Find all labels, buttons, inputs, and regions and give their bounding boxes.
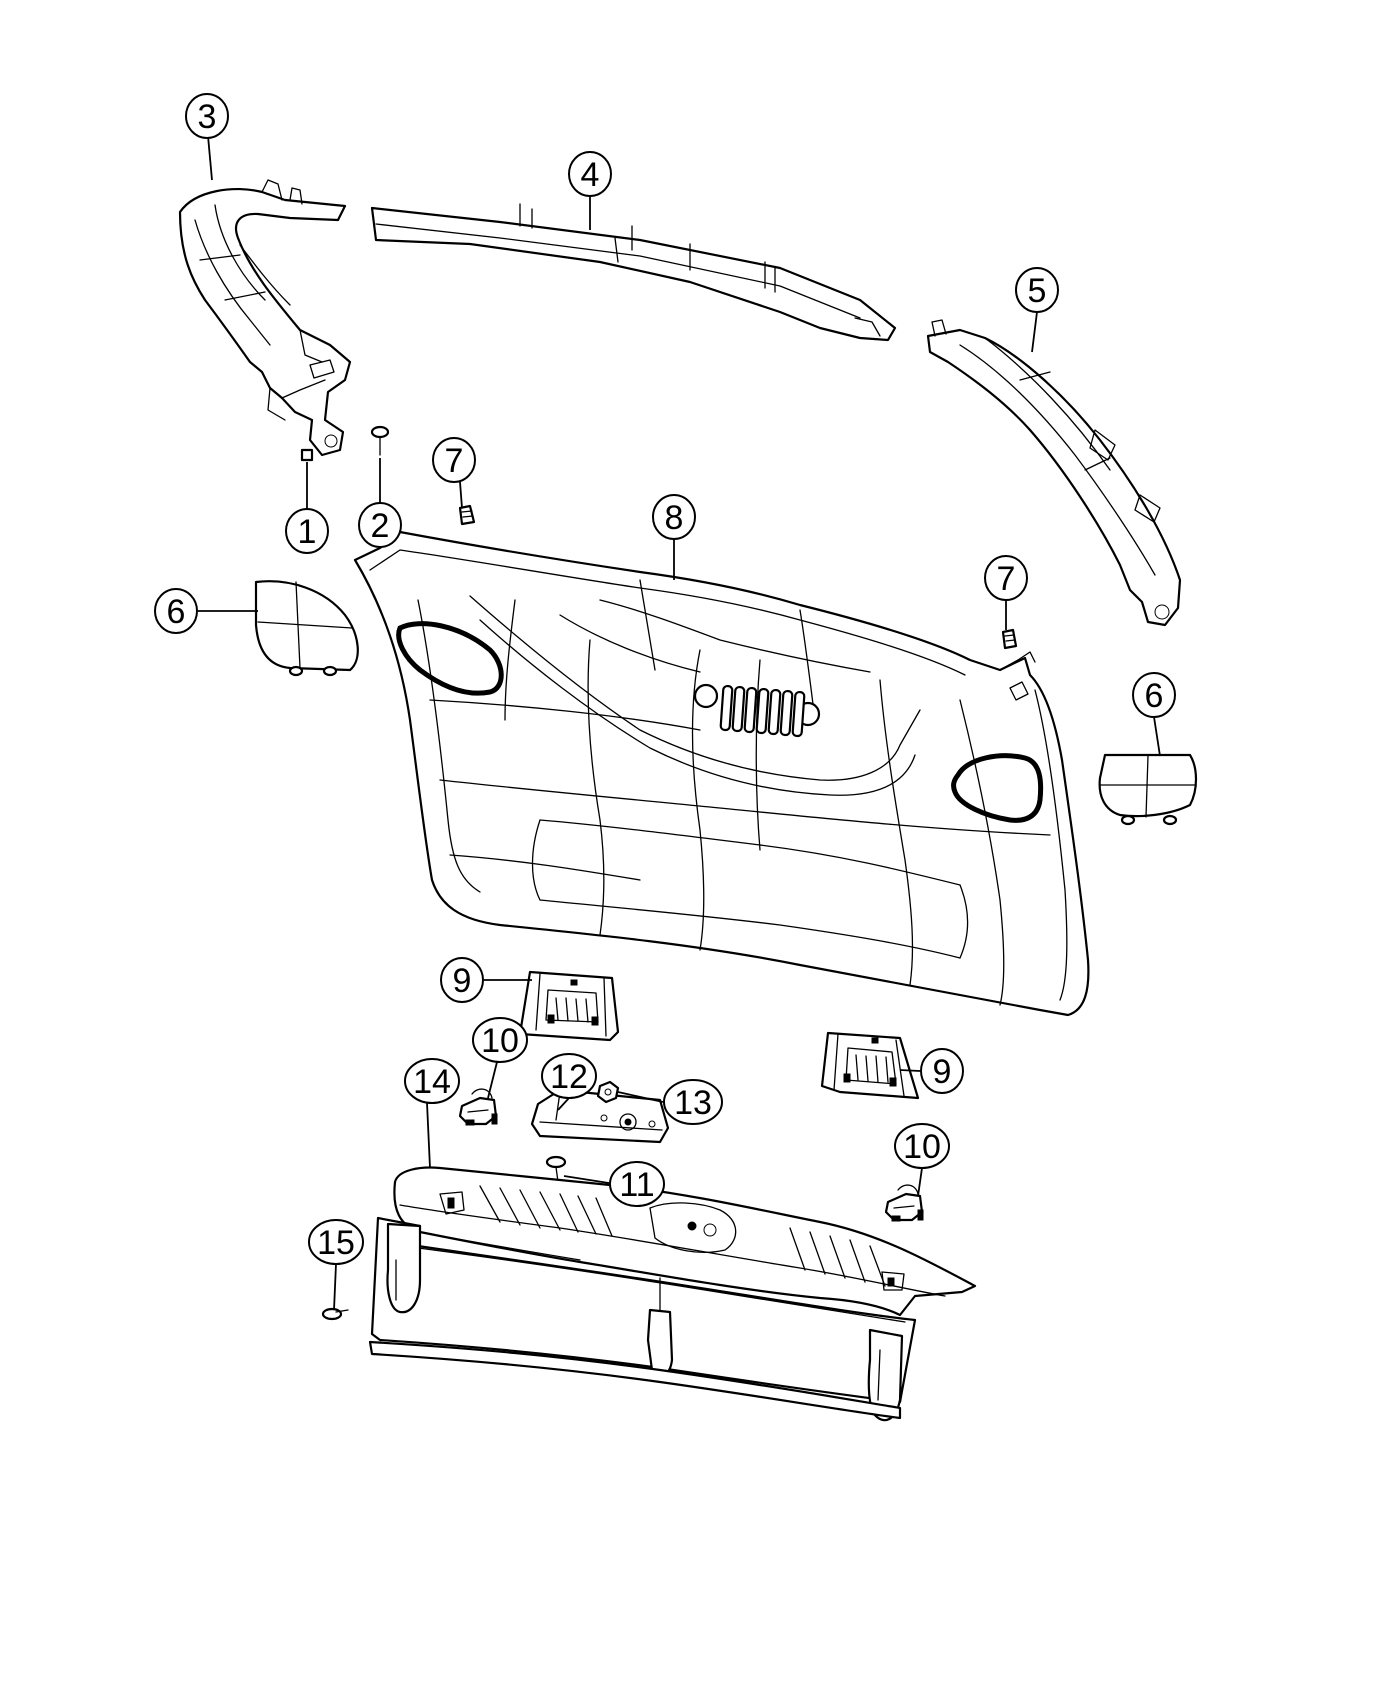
callout-12-label: 12 — [550, 1058, 588, 1096]
callout-leaders — [198, 135, 1161, 1311]
callout-7-right-label: 7 — [997, 560, 1016, 598]
callout-14[interactable]: 14 — [404, 1058, 460, 1104]
callout-2[interactable]: 2 — [358, 502, 402, 548]
callout-13[interactable]: 13 — [663, 1079, 723, 1125]
callout-6-left[interactable]: 6 — [154, 588, 198, 634]
part-5-right-pillar-trim[interactable] — [926, 319, 1182, 627]
callout-9-left-label: 9 — [453, 962, 472, 1000]
callout-12[interactable]: 12 — [541, 1053, 597, 1099]
part-7-clip-left[interactable] — [458, 504, 476, 526]
part-8-liftgate-trim-panel[interactable] — [353, 530, 1090, 1017]
callout-10-left[interactable]: 10 — [472, 1017, 528, 1063]
callout-15[interactable]: 15 — [308, 1219, 364, 1265]
grille-slots — [719, 684, 806, 738]
part-10-bracket-left[interactable] — [458, 1088, 498, 1126]
part-9-pull-cup-left[interactable] — [518, 970, 620, 1042]
callout-2-label: 2 — [371, 507, 390, 545]
callout-7-left[interactable]: 7 — [432, 437, 476, 483]
callout-14-label: 14 — [413, 1063, 451, 1101]
callout-9-right-label: 9 — [933, 1053, 952, 1091]
part-10-bracket-right[interactable] — [884, 1184, 924, 1222]
callout-9-left[interactable]: 9 — [440, 957, 484, 1003]
part-6-cover-right[interactable] — [1098, 753, 1198, 826]
callout-11[interactable]: 11 — [609, 1161, 665, 1207]
callout-10-right-label: 10 — [903, 1128, 941, 1166]
part-4-header-trim[interactable] — [370, 203, 897, 342]
callout-10-left-label: 10 — [481, 1022, 519, 1060]
callout-6-right[interactable]: 6 — [1132, 672, 1176, 718]
callout-6-right-label: 6 — [1145, 677, 1164, 715]
callout-3-label: 3 — [198, 98, 217, 136]
part-9-pull-cup-right[interactable] — [820, 1031, 920, 1100]
callout-8[interactable]: 8 — [652, 494, 696, 540]
callout-11-label: 11 — [619, 1166, 654, 1204]
callout-10-right[interactable]: 10 — [894, 1123, 950, 1169]
part-2-screw[interactable] — [370, 425, 390, 456]
callout-4[interactable]: 4 — [568, 151, 612, 197]
callout-5[interactable]: 5 — [1015, 267, 1059, 313]
callout-6-left-label: 6 — [167, 593, 186, 631]
callout-1-label: 1 — [298, 513, 317, 551]
callout-1[interactable]: 1 — [285, 508, 329, 554]
callout-15-label: 15 — [317, 1224, 355, 1262]
callout-7-right[interactable]: 7 — [984, 555, 1028, 601]
callout-5-label: 5 — [1028, 272, 1047, 310]
part-15-screw[interactable] — [321, 1307, 349, 1321]
part-1-clip[interactable] — [300, 448, 314, 462]
callout-13-label: 13 — [674, 1084, 712, 1122]
callout-4-label: 4 — [581, 156, 600, 194]
part-7-clip-right[interactable] — [1001, 628, 1018, 650]
part-3-left-pillar-trim[interactable] — [178, 179, 352, 457]
part-6-cover-left[interactable] — [254, 580, 359, 677]
callout-8-label: 8 — [665, 499, 684, 537]
callout-7-left-label: 7 — [445, 442, 464, 480]
callout-9-right[interactable]: 9 — [920, 1048, 964, 1094]
part-14-scuff-plate[interactable] — [368, 1166, 977, 1422]
callout-3[interactable]: 3 — [185, 93, 229, 139]
part-13-nut[interactable] — [596, 1080, 620, 1104]
